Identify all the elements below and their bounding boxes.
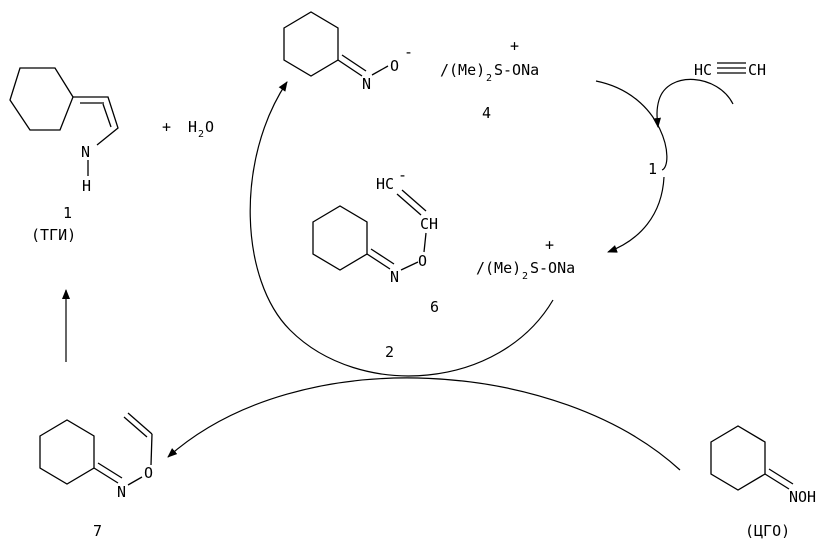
tgi-abbrev: (ТГИ) xyxy=(31,226,76,244)
cycle-1-arc-lower xyxy=(607,176,665,253)
carbanion-och-bond xyxy=(423,232,427,253)
vinyl-number: 7 xyxy=(93,522,102,540)
vinyl-no-bond xyxy=(127,476,143,486)
dmso-top: + /(Me) 2 S-ONa 4 xyxy=(440,37,539,122)
dmso-mid: + /(Me) 2 S-ONa xyxy=(476,236,575,282)
oximate-cn-bond-b xyxy=(341,54,367,72)
carbanion-cn-bond-a xyxy=(366,253,391,270)
dmso-top-plus: + xyxy=(510,37,519,55)
cgo-noh: NOH xyxy=(789,488,816,506)
vinyl-n: N xyxy=(117,483,126,501)
tgi-cyclohexane-ring xyxy=(9,67,74,131)
oximate-ring xyxy=(283,11,339,77)
water-term: + H 2 O xyxy=(162,118,214,140)
water-h: H xyxy=(188,118,197,136)
dmso-mid-subscript: 2 xyxy=(522,271,528,282)
vinyl-cc-bond-a xyxy=(127,412,153,435)
oximate-charge: - xyxy=(404,43,413,61)
vinyl-o: O xyxy=(144,464,153,482)
acetylene: HC CH xyxy=(694,61,766,79)
dmso-top-prefix: /(Me) xyxy=(440,61,485,79)
carbanion-ch: CH xyxy=(420,215,438,233)
acetylene-addition-arrow xyxy=(653,78,734,128)
step-2-label: 2 xyxy=(385,343,394,361)
plus-sign: + xyxy=(162,118,171,136)
carbanion-charge: - xyxy=(398,166,407,184)
water-subscript: 2 xyxy=(198,129,204,140)
vinyl-cc-bond-b xyxy=(123,416,148,438)
tgi-h-label: H xyxy=(82,177,91,195)
oxime-cgo: NOH (ЦГО) xyxy=(710,425,816,540)
step-1-label: 1 xyxy=(648,160,657,178)
vinyl-cn-bond-b xyxy=(97,462,123,479)
vinyl-cn-bond-a xyxy=(93,467,119,484)
oximate-no-bond xyxy=(371,65,389,76)
oximate-anion: N O - xyxy=(283,11,413,93)
cycle-1-arc-upper xyxy=(595,80,668,171)
dmso-top-suffix: S-ONa xyxy=(494,61,539,79)
cgo-abbrev: (ЦГО) xyxy=(745,522,790,540)
dmso-top-number: 4 xyxy=(482,104,491,122)
cgo-cn-bond-a xyxy=(764,473,790,490)
carbanion-ring xyxy=(312,205,368,271)
tgi-pyrrole-ring xyxy=(73,96,119,146)
tgi-n-label: N xyxy=(81,143,90,161)
vinyl-ether-7: N O 7 xyxy=(39,412,153,540)
carbanion-hc: HC xyxy=(376,175,394,193)
carbanion-o: O xyxy=(418,252,427,270)
tgi-double-bond-2 xyxy=(102,103,112,128)
acetylene-left: HC xyxy=(694,61,712,79)
cycle-2-arc xyxy=(249,81,554,377)
oximate-n: N xyxy=(362,75,371,93)
carbanion-cn-bond-b xyxy=(370,248,395,265)
dmso-mid-prefix: /(Me) xyxy=(476,259,521,277)
oximate-o: O xyxy=(390,57,399,75)
carbanion-number: 6 xyxy=(430,298,439,316)
tgi-molecule: N H 1 (ТГИ) xyxy=(9,67,119,244)
dmso-top-subscript: 2 xyxy=(486,73,492,84)
vinyl-oc-bond xyxy=(150,433,153,466)
cgo-ring xyxy=(710,425,766,491)
carbanion-6: HC - CH O N 6 xyxy=(312,166,439,316)
oximate-cn-bond-a xyxy=(337,59,363,77)
dmso-mid-suffix: S-ONa xyxy=(530,259,575,277)
carbanion-cc-bond-b xyxy=(401,189,427,212)
tgi-number: 1 xyxy=(63,204,72,222)
carbanion-no-bond xyxy=(400,261,419,271)
acetylene-right: CH xyxy=(748,61,766,79)
carbanion-cc-bond-a xyxy=(396,193,422,216)
dmso-mid-plus: + xyxy=(545,236,554,254)
cgo-cn-bond-b xyxy=(768,468,794,485)
carbanion-n: N xyxy=(390,268,399,286)
main-arc-cgo-to-7 xyxy=(167,377,681,471)
water-o: O xyxy=(205,118,214,136)
vinyl-ring xyxy=(39,419,95,485)
